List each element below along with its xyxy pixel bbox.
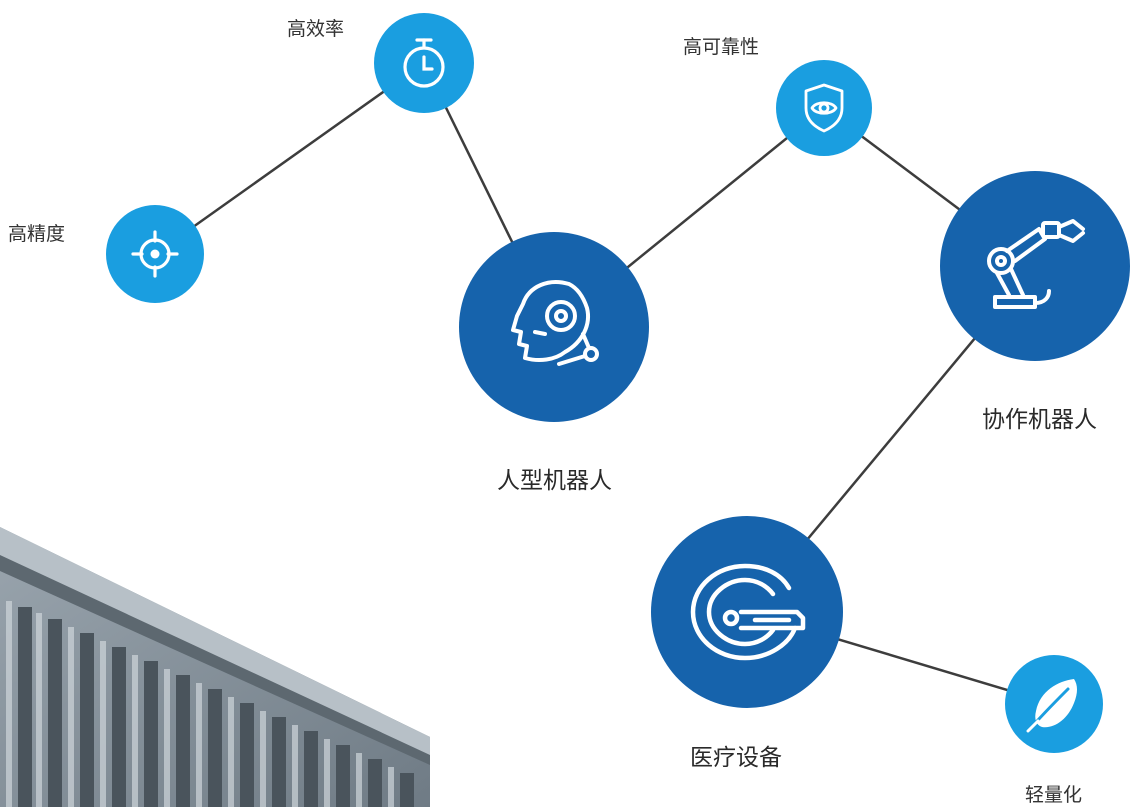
stopwatch-icon (403, 38, 445, 88)
robot-arm-icon (987, 219, 1085, 309)
reliability-label: 高可靠性 (683, 36, 760, 58)
robot-head-icon (511, 280, 599, 366)
humanoid-robot-node (459, 232, 649, 422)
collaborative-robot-node (940, 171, 1130, 361)
connector-precision-efficiency (154, 61, 425, 256)
medical-scanner-icon (690, 563, 806, 661)
shield-eye-icon (804, 83, 844, 133)
lightweight-node (1005, 655, 1103, 753)
reliability-node (776, 60, 872, 156)
collaborative-robot-label: 协作机器人 (982, 407, 1097, 433)
humanoid-robot-label: 人型机器人 (497, 468, 612, 494)
precision-label: 高精度 (8, 223, 66, 245)
crosshair-icon (131, 230, 179, 278)
efficiency-node (374, 13, 474, 113)
precision-node (106, 205, 204, 303)
efficiency-label: 高效率 (287, 18, 345, 40)
lightweight-label: 轻量化 (1025, 784, 1083, 806)
medical-equipment-node (651, 516, 843, 708)
building-photo (0, 527, 430, 807)
medical-equipment-label: 医疗设备 (690, 745, 782, 771)
feather-icon (1026, 679, 1077, 733)
